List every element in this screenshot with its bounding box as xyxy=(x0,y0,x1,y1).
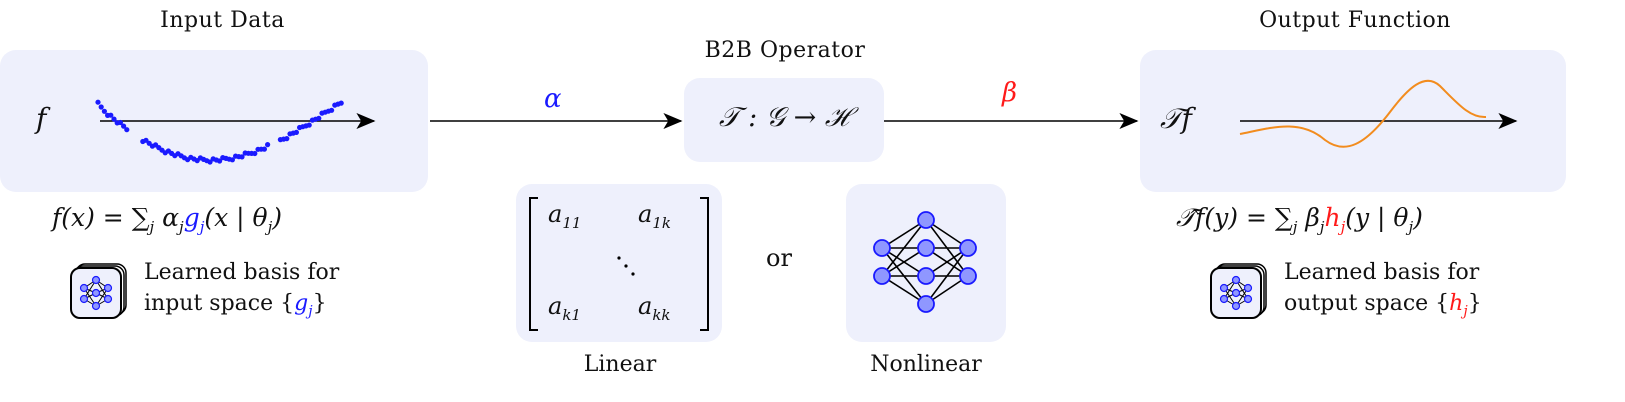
input-data-point xyxy=(252,150,258,157)
input-data-title: Input Data xyxy=(160,8,285,33)
matrix-ak1: ak1 xyxy=(548,292,581,324)
output-tf-label: 𝒯f xyxy=(1160,102,1192,135)
input-basis-caption: Learned basis for input space {gj} xyxy=(144,260,340,320)
output-function-plot xyxy=(1239,79,1518,148)
input-data-point xyxy=(265,142,271,148)
input-data-point xyxy=(111,116,117,122)
matrix-a1k: a1k xyxy=(638,200,671,232)
nonlinear-network-panel xyxy=(846,184,1006,342)
output-basis-caption: Learned basis for output space {hj} xyxy=(1284,260,1482,320)
operator-expression: 𝒯 : 𝒢 → ℋ xyxy=(718,102,850,133)
input-data-point xyxy=(229,157,235,163)
input-data-point xyxy=(101,108,107,114)
or-label: or xyxy=(766,244,792,272)
linear-matrix-panel xyxy=(516,184,722,342)
beta-label: β xyxy=(1002,78,1018,108)
input-data-point xyxy=(207,159,213,165)
input-data-point xyxy=(98,104,104,110)
alpha-label: α xyxy=(544,84,562,114)
operator-title: B2B Operator xyxy=(704,38,866,63)
input-data-point xyxy=(329,107,335,113)
input-data-point xyxy=(261,146,267,152)
matrix-a11: a11 xyxy=(548,200,582,232)
input-data-points xyxy=(95,99,344,165)
input-data-plot xyxy=(95,99,376,165)
input-data-point xyxy=(239,154,245,160)
neural-network-icon xyxy=(873,211,977,313)
input-data-point xyxy=(293,129,299,135)
input-data-point xyxy=(117,119,123,126)
neural-network-stack-icon xyxy=(1210,263,1267,319)
output-formula: 𝒯̂f(y) = ∑j βjhj(y | θj) xyxy=(1176,203,1423,236)
output-function-title: Output Function xyxy=(1259,8,1451,33)
input-formula: f(x) = ∑j αjgj(x | θj) xyxy=(52,203,283,236)
input-data-point xyxy=(108,112,114,118)
input-data-point xyxy=(306,122,312,128)
input-data-point xyxy=(95,99,101,105)
operator-panel xyxy=(684,78,884,162)
input-data-point xyxy=(121,123,127,129)
matrix-akk: akk xyxy=(638,292,671,324)
input-data-point xyxy=(316,115,322,121)
nonlinear-label: Nonlinear xyxy=(870,352,982,377)
neural-network-stack-icon xyxy=(70,263,127,319)
input-data-point xyxy=(217,158,223,164)
linear-label: Linear xyxy=(583,352,657,377)
input-data-point xyxy=(284,136,290,142)
matrix-brackets xyxy=(529,197,709,331)
input-data-point xyxy=(124,127,130,133)
output-curve xyxy=(1239,79,1487,148)
input-data-point xyxy=(338,100,344,106)
input-f-label: f xyxy=(36,102,47,135)
